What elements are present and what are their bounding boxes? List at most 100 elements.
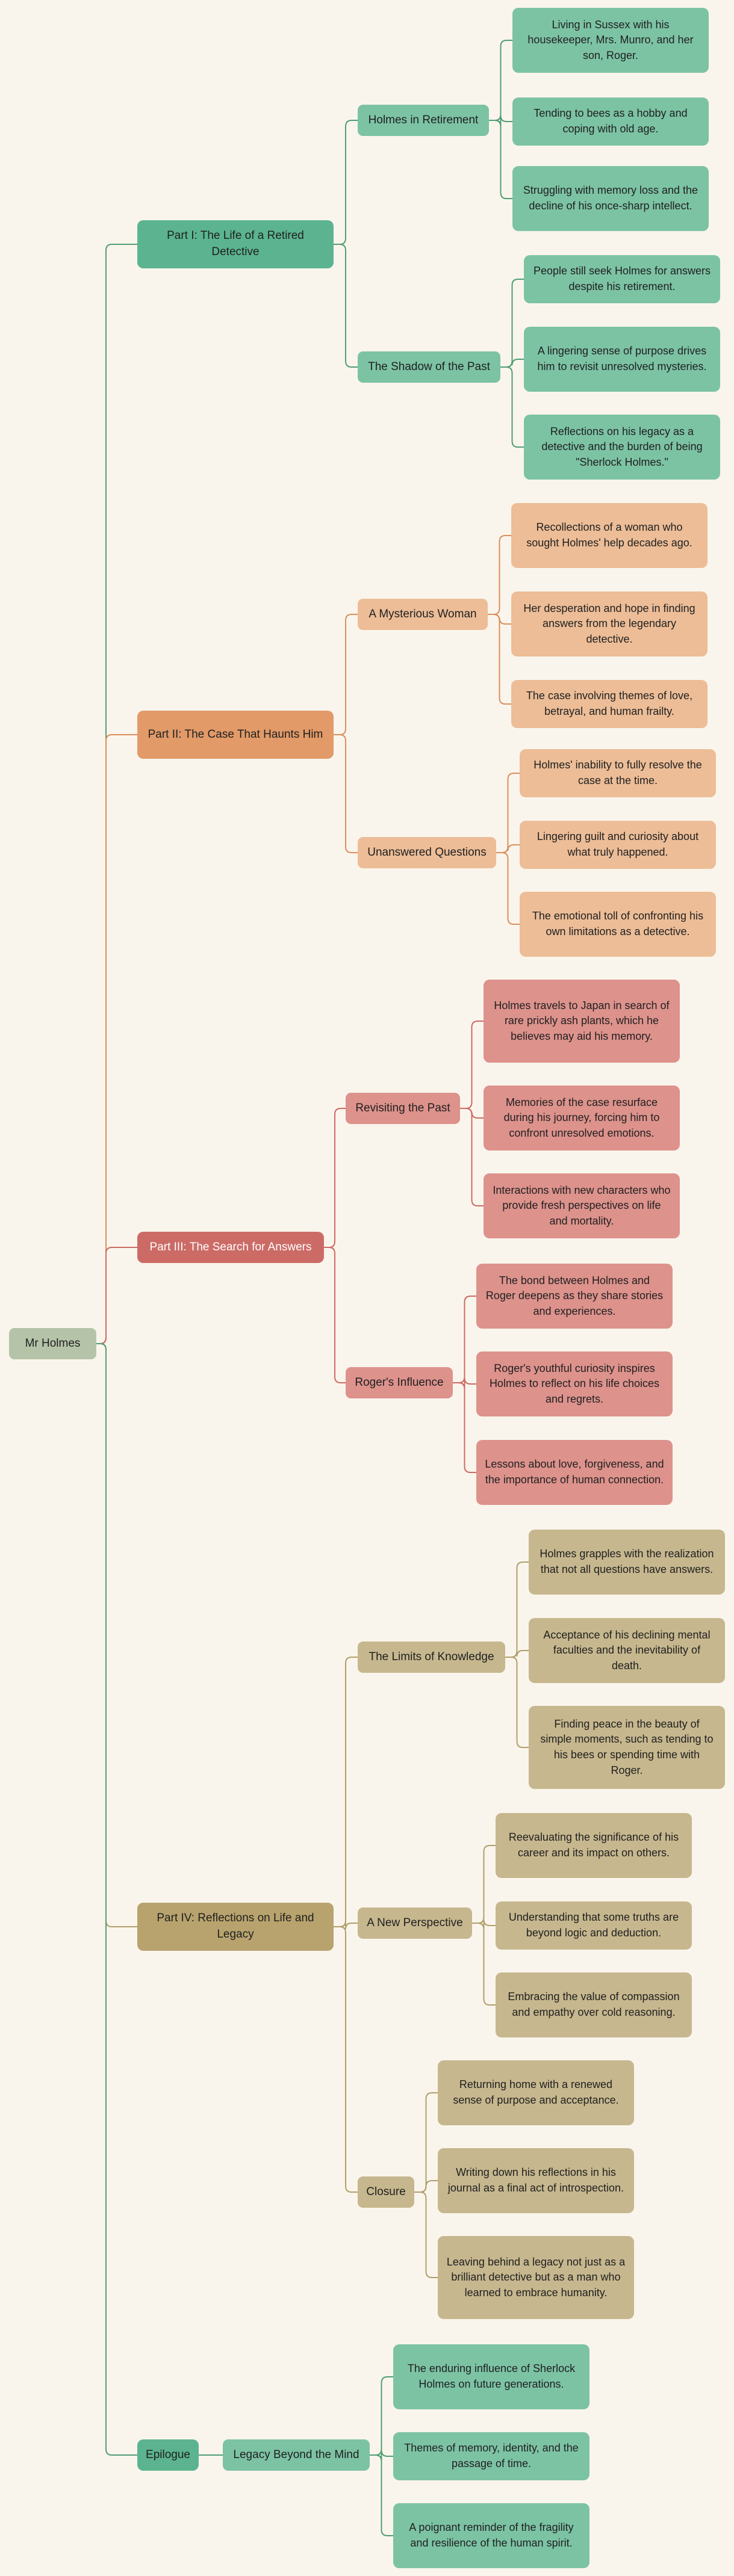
leaf-node-4-3-2[interactable]: Writing down his reflections in his jour… <box>438 2148 634 2213</box>
root-to-part-3-connector-0 <box>96 1247 137 1344</box>
leaf-node-2-2-3-label: The emotional toll of confronting his ow… <box>532 910 704 937</box>
leaf-node-1-2-3[interactable]: Reflections on his legacy as a detective… <box>524 415 720 480</box>
leaf-node-4-1-3[interactable]: Finding peace in the beauty of simple mo… <box>529 1706 725 1789</box>
leaf-node-3-1-1[interactable]: Holmes travels to Japan in search of rar… <box>484 980 680 1063</box>
leaf-node-2-2-2-label: Lingering guilt and curiosity about what… <box>537 830 699 858</box>
part-2-topic-1-connector-0 <box>334 614 358 735</box>
topic-4-1-leaf-connector-0 <box>505 1561 529 1658</box>
topic-1-2-leaf-connector-0 <box>500 279 524 368</box>
leaf-node-3-2-2[interactable]: Roger's youthful curiosity inspires Holm… <box>476 1351 673 1416</box>
leaf-node-4-2-3[interactable]: Embracing the value of compassion and em… <box>496 1972 692 2037</box>
topic-node-closure-label: Closure <box>366 2185 406 2198</box>
part-node-part-i-the-life-of-a-retired-detective[interactable]: Part I: The Life of a Retired Detective <box>137 220 334 268</box>
topic-1-2-leaf-connector-2 <box>500 366 524 448</box>
root-to-part-4-connector-0 <box>96 1343 137 1927</box>
leaf-node-1-1-2[interactable]: Tending to bees as a hobby and coping wi… <box>512 97 709 146</box>
part-4-topic-2-connector-0 <box>334 1920 358 1930</box>
leaf-node-5-1-1-label: The enduring influence of Sherlock Holme… <box>407 2362 576 2390</box>
topic-2-2-leaf-connector-0 <box>496 773 520 853</box>
topic-node-legacy-beyond-the-mind[interactable]: Legacy Beyond the Mind <box>223 2439 370 2471</box>
leaf-node-1-1-3[interactable]: Struggling with memory loss and the decl… <box>512 166 709 231</box>
leaf-node-4-1-1[interactable]: Holmes grapples with the realization tha… <box>529 1530 725 1595</box>
leaf-node-3-1-2-label: Memories of the case resurface during hi… <box>503 1096 660 1139</box>
leaf-node-5-1-3-label: A poignant reminder of the fragility and… <box>409 2521 574 2549</box>
part-node-epilogue-label: Epilogue <box>146 2448 190 2461</box>
leaf-node-4-2-1-label: Reevaluating the significance of his car… <box>508 1831 679 1859</box>
leaf-node-3-1-2[interactable]: Memories of the case resurface during hi… <box>484 1086 680 1151</box>
leaf-node-2-1-2-label: Her desperation and hope in finding answ… <box>523 602 695 645</box>
topic-2-1-leaf-connector-2 <box>488 614 511 705</box>
leaf-node-1-2-2[interactable]: A lingering sense of purpose drives him … <box>524 327 720 392</box>
part-node-part-iii-the-search-for-answers[interactable]: Part III: The Search for Answers <box>137 1232 324 1263</box>
part-node-part-i-the-life-of-a-retired-detective-label: Part I: The Life of a Retired Detective <box>167 229 304 258</box>
root-to-part-2-connector-0 <box>96 734 137 1344</box>
topic-5-1-leaf-connector-2 <box>370 2454 393 2536</box>
leaf-node-2-2-2[interactable]: Lingering guilt and curiosity about what… <box>520 821 716 869</box>
leaf-node-1-1-1[interactable]: Living in Sussex with his housekeeper, M… <box>512 8 709 73</box>
leaf-node-2-2-1[interactable]: Holmes' inability to fully resolve the c… <box>520 749 716 797</box>
topic-3-1-leaf-connector-0 <box>460 1021 484 1109</box>
topic-2-1-leaf-connector-0 <box>488 535 511 615</box>
leaf-node-4-2-1[interactable]: Reevaluating the significance of his car… <box>496 1813 692 1878</box>
leaf-node-1-2-1[interactable]: People still seek Holmes for answers des… <box>524 255 720 303</box>
leaf-node-2-1-2[interactable]: Her desperation and hope in finding answ… <box>511 591 708 656</box>
leaf-node-4-2-2[interactable]: Understanding that some truths are beyon… <box>496 1901 692 1950</box>
part-4-topic-3-connector-0 <box>334 1926 358 2193</box>
leaf-node-2-1-3-label: The case involving themes of love, betra… <box>526 690 693 717</box>
leaf-node-1-2-2-label: A lingering sense of purpose drives him … <box>537 345 707 372</box>
leaf-node-2-1-3[interactable]: The case involving themes of love, betra… <box>511 680 708 728</box>
leaf-node-3-2-3-label: Lessons about love, forgiveness, and the… <box>485 1458 664 1486</box>
leaf-node-3-2-1[interactable]: The bond between Holmes and Roger deepen… <box>476 1264 673 1329</box>
leaf-node-3-2-3[interactable]: Lessons about love, forgiveness, and the… <box>476 1440 673 1505</box>
topic-node-a-new-perspective[interactable]: A New Perspective <box>358 1907 472 1939</box>
topic-4-3-leaf-connector-1 <box>414 2180 438 2193</box>
topic-node-revisiting-the-past[interactable]: Revisiting the Past <box>346 1093 460 1124</box>
topic-node-closure[interactable]: Closure <box>358 2176 414 2208</box>
leaf-node-3-1-3[interactable]: Interactions with new characters who pro… <box>484 1173 680 1238</box>
leaf-node-3-1-1-label: Holmes travels to Japan in search of rar… <box>494 999 670 1042</box>
topic-node-unanswered-questions-label: Unanswered Questions <box>367 845 487 859</box>
topic-node-the-shadow-of-the-past[interactable]: The Shadow of the Past <box>358 351 500 383</box>
leaf-node-1-2-3-label: Reflections on his legacy as a detective… <box>541 425 703 468</box>
part-3-topic-1-connector-0 <box>324 1108 346 1248</box>
leaf-node-4-1-1-label: Holmes grapples with the realization tha… <box>540 1548 714 1575</box>
leaf-node-1-1-1-label: Living in Sussex with his housekeeper, M… <box>527 18 694 61</box>
topic-2-2-leaf-connector-1 <box>496 844 520 853</box>
part-1-topic-1-connector-0 <box>334 120 358 245</box>
leaf-node-2-1-1-label: Recollections of a woman who sought Holm… <box>526 521 692 549</box>
part-node-part-iv-reflections-on-life-and-legacy[interactable]: Part IV: Reflections on Life and Legacy <box>137 1903 334 1951</box>
topic-4-2-leaf-connector-2 <box>472 1923 496 2006</box>
topic-node-roger-s-influence[interactable]: Roger's Influence <box>346 1367 453 1398</box>
topic-2-2-leaf-connector-2 <box>496 852 520 925</box>
topic-5-1-leaf-connector-0 <box>370 2376 393 2456</box>
topic-node-holmes-in-retirement[interactable]: Holmes in Retirement <box>358 105 489 136</box>
leaf-node-2-1-1[interactable]: Recollections of a woman who sought Holm… <box>511 503 708 568</box>
part-node-epilogue[interactable]: Epilogue <box>137 2439 199 2471</box>
root-node-label: Mr Holmes <box>25 1336 81 1350</box>
part-node-part-ii-the-case-that-haunts-him-label: Part II: The Case That Haunts Him <box>148 727 323 741</box>
leaf-node-4-3-3-label: Leaving behind a legacy not just as a br… <box>446 2255 626 2299</box>
leaf-node-4-2-3-label: Embracing the value of compassion and em… <box>508 1991 680 2018</box>
leaf-node-4-3-1[interactable]: Returning home with a renewed sense of p… <box>438 2060 634 2125</box>
topic-node-a-mysterious-woman[interactable]: A Mysterious Woman <box>358 599 488 630</box>
topic-node-the-limits-of-knowledge[interactable]: The Limits of Knowledge <box>358 1642 505 1673</box>
leaf-node-2-2-3[interactable]: The emotional toll of confronting his ow… <box>520 892 716 957</box>
leaf-node-5-1-2[interactable]: Themes of memory, identity, and the pass… <box>393 2432 589 2480</box>
topic-node-unanswered-questions[interactable]: Unanswered Questions <box>358 837 496 868</box>
leaf-node-5-1-1[interactable]: The enduring influence of Sherlock Holme… <box>393 2344 589 2409</box>
leaf-node-4-1-3-label: Finding peace in the beauty of simple mo… <box>540 1717 714 1776</box>
leaf-node-5-1-3[interactable]: A poignant reminder of the fragility and… <box>393 2503 589 2568</box>
topic-4-3-leaf-connector-0 <box>414 2092 438 2193</box>
topic-3-1-leaf-connector-2 <box>460 1108 484 1206</box>
root-node[interactable]: Mr Holmes <box>9 1328 96 1359</box>
root-to-part-1-connector-0 <box>96 244 137 1344</box>
topic-node-the-limits-of-knowledge-label: The Limits of Knowledge <box>369 1650 494 1663</box>
topic-node-holmes-in-retirement-label: Holmes in Retirement <box>368 113 479 126</box>
part-node-part-ii-the-case-that-haunts-him[interactable]: Part II: The Case That Haunts Him <box>137 711 334 759</box>
leaf-node-3-2-1-label: The bond between Holmes and Roger deepen… <box>485 1274 664 1317</box>
topic-3-2-leaf-connector-0 <box>453 1296 476 1383</box>
leaf-node-4-1-2[interactable]: Acceptance of his declining mental facul… <box>529 1618 725 1683</box>
leaf-node-4-3-3[interactable]: Leaving behind a legacy not just as a br… <box>438 2236 634 2319</box>
